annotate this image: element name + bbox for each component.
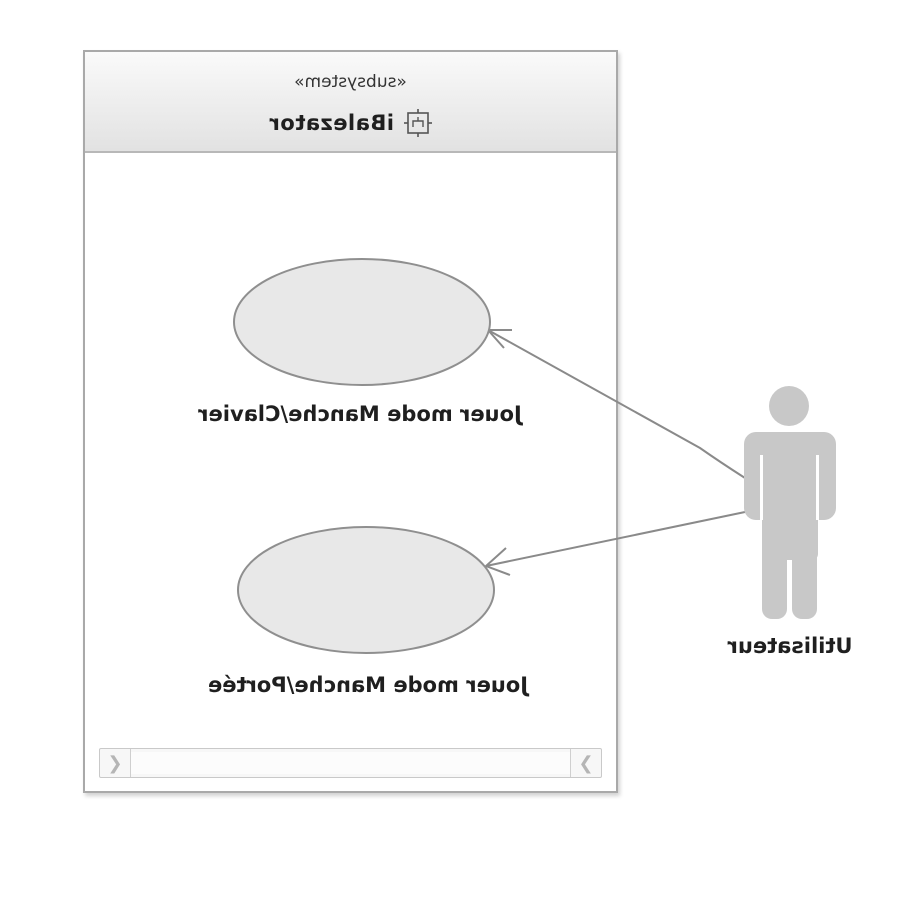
use-case-ellipse-1[interactable] [233, 258, 491, 386]
horizontal-scrollbar[interactable]: ❯ ❮ [99, 748, 602, 778]
actor-label: Utilisateur [727, 634, 853, 658]
association-line-1[interactable] [487, 329, 746, 479]
actor-icon[interactable] [744, 386, 836, 619]
chevron-right-icon[interactable]: ❮ [570, 749, 601, 777]
subsystem-boundary[interactable]: «subsystem» iBalezator ❯ ❮ [83, 50, 618, 793]
subsystem-header: «subsystem» iBalezator [85, 52, 616, 153]
use-case-label-1: Jouer mode Manche/Clavier [198, 402, 522, 426]
association-line-2[interactable] [485, 511, 746, 567]
association-arrowhead-2 [484, 547, 511, 576]
scroll-track[interactable] [131, 752, 570, 774]
subsystem-title-row: iBalezator [85, 107, 616, 139]
subsystem-icon [404, 109, 433, 137]
association-arrowhead-1 [485, 329, 512, 349]
chevron-left-icon[interactable]: ❯ [100, 749, 131, 777]
use-case-label-2: Jouer mode Manche/Portée [207, 673, 529, 697]
use-case-ellipse-2[interactable] [237, 526, 495, 654]
